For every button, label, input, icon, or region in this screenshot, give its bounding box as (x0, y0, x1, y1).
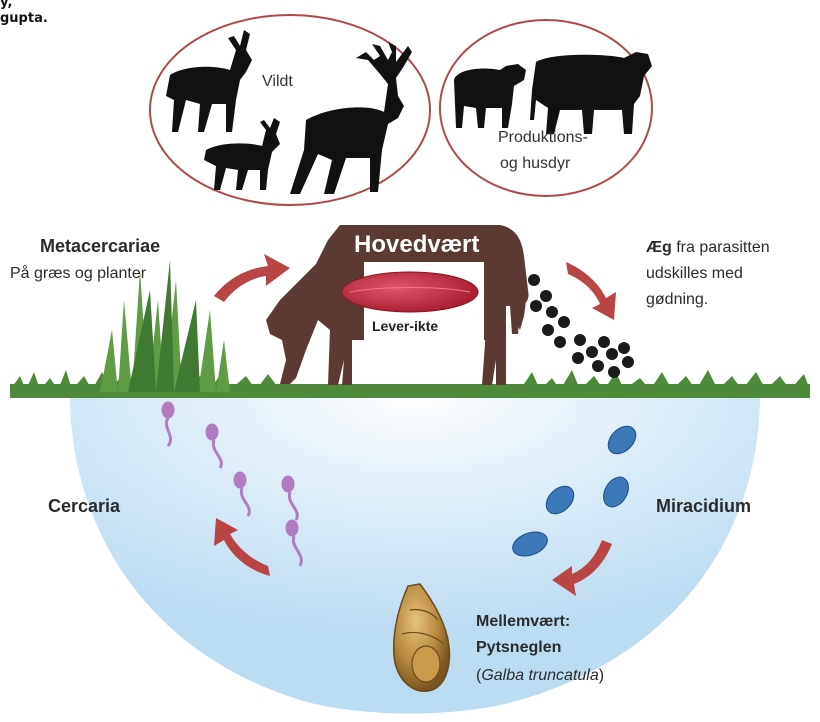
intermediate-host-line2: Pytsneglen (476, 639, 561, 656)
livestock-silhouettes-icon (454, 52, 652, 134)
eggs-label-line1: Æg fra parasitten (646, 239, 770, 256)
eggs-label-bold: Æg (646, 239, 672, 256)
liver-fluke-icon (342, 272, 478, 312)
egg-cluster-icon (528, 274, 634, 378)
wild-animals-label: Vildt (262, 73, 293, 90)
eggs-label-rest: fra parasitten (672, 239, 770, 256)
intermediate-host-line3: (Galba truncatula) (476, 667, 604, 684)
arrow-to-eggs-icon (566, 262, 616, 320)
species-name: Galba truncatula (481, 667, 599, 684)
header-fragment-line1: y, (0, 0, 12, 10)
eggs-label-line2: udskilles med (646, 265, 743, 282)
eggs-label-line3: gødning. (646, 291, 708, 308)
livestock-label-line1: Produktions- (498, 129, 588, 146)
definitive-host-title: Hovedvært (354, 231, 479, 258)
paren-close: ) (599, 667, 604, 684)
header-fragment-line2: gupta. (0, 11, 48, 26)
organ-label: Lever-ikte (372, 318, 438, 334)
miracidium-title: Miracidium (656, 496, 751, 516)
arrow-to-host-icon (214, 254, 290, 302)
cercaria-title: Cercaria (48, 496, 121, 516)
intermediate-host-line1: Mellemvært: (476, 613, 570, 630)
livestock-label-line2: og husdyr (500, 155, 571, 172)
metacercariae-detail: På græs og planter (10, 264, 147, 282)
deer-silhouettes-icon (166, 30, 412, 194)
metacercariae-title: Metacercariae (40, 236, 160, 256)
